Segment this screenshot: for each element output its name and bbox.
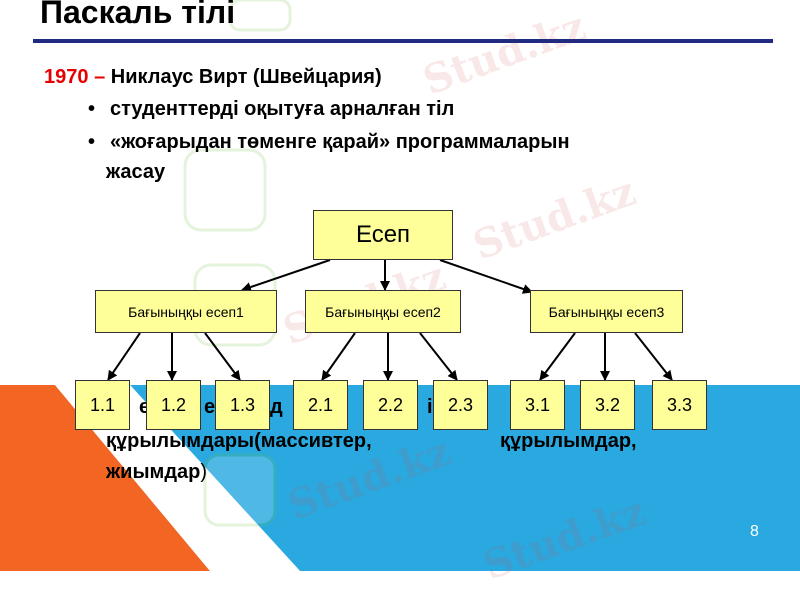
background-line-main: жиымдар [106,461,201,483]
intro-year: 1970 [44,66,89,88]
subtask-node-2: Бағыныңқы есеп2 [305,290,461,333]
intro-author: Никлаус Вирт (Швейцария) [110,66,382,88]
hidden-text-fragment: д [270,396,283,418]
leaf-node-3-3: 3.3 [652,380,707,430]
leaf-node-2-3: 2.3 [433,380,488,430]
subtask-node-3: Бағыныңқы есеп3 [530,290,683,333]
arrow-subtask1-to-1.1 [107,332,141,381]
arrow-subtask2-to-2.3 [419,332,458,381]
bullet-item: • «жоғарыдан төменге қарай» программалары… [88,128,570,157]
arrow-subtask3-to-3.1 [539,332,576,381]
leaf-node-2-2: 2.2 [363,380,418,430]
bullet-dot-icon: • [88,98,96,120]
white-diagonal-stripe [55,385,300,571]
slide-title: Паскаль тілі [40,0,236,30]
background-line: құрылымдары(массивтер, [106,430,372,452]
hidden-text-fragment: і [427,396,433,418]
arrow-root-to-subtask3 [439,259,533,294]
intro-line: 1970 – Никлаус Вирт (Швейцария) [44,66,382,89]
bullet-text: «жоғарыдан төменге қарай» программаларын [110,131,570,153]
arrow-subtask2-to-2.1 [321,332,356,381]
arrow-root-to-subtask1 [241,259,331,292]
bullet-continuation: жасау [106,161,166,183]
leaf-node-2-1: 2.1 [293,380,348,430]
arrow-subtask1-to-1.3 [204,332,241,381]
leaf-node-1-3: 1.3 [215,380,270,430]
leaf-node-1-1: 1.1 [75,380,130,430]
subtask-node-1: Бағыныңқы есеп1 [95,290,277,333]
root-task-node: Есеп [313,210,453,260]
page-number: 8 [750,523,759,540]
intro-dash: – [94,66,106,88]
leaf-node-3-2: 3.2 [580,380,635,430]
leaf-node-1-2: 1.2 [146,380,201,430]
title-underline [33,39,773,43]
blue-corner-shape [130,385,800,571]
bullet-text: студенттерді оқытуға арналған тіл [110,98,455,120]
background-line: жиымдар) [106,458,207,487]
background-line-paren: ) [200,461,208,483]
orange-corner-shape [0,385,210,571]
bullet-item: • студенттерді оқытуға арналған тіл [88,95,454,124]
bullet-dot-icon: • [88,131,96,153]
leaf-node-3-1: 3.1 [510,380,565,430]
background-decoration [0,0,800,571]
hidden-text-fragment: е [139,396,151,418]
background-line: құрылымдар, [500,430,637,452]
arrow-subtask3-to-3.3 [634,332,673,381]
tree-connectors [107,259,673,381]
